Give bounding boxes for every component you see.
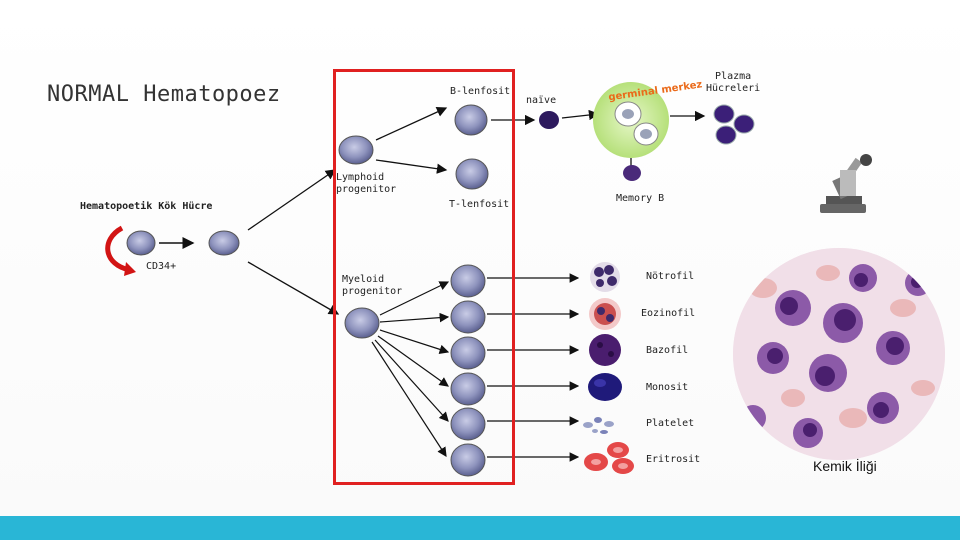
neutrophil-label: Nötrofil [646,271,695,282]
stem-cell-label: Hematopoetik Kök Hücre [80,201,213,212]
b-cell-label: B-lenfosit [450,86,511,97]
t-cell-label: T-lenfosit [449,199,510,210]
precursor-cell [450,372,486,406]
precursor-cell [450,300,486,334]
platelet-cells [583,417,614,434]
progenitor-highlight-frame [333,69,515,485]
plasma-cell [715,125,737,145]
arrow-to-myeloid [247,261,340,315]
naive-label: naïve [526,95,557,106]
naive-b-cell [539,111,559,129]
monocyte-cell [588,373,622,401]
lymphoid-progenitor-cell [338,135,374,165]
precursor-cell [450,443,486,477]
lymphoid-progenitor-label: Lymphoid progenitor [336,172,397,195]
bone-marrow-image [733,248,945,460]
stem-cell [126,230,156,256]
cd34-label: CD34+ [146,261,177,272]
bone-marrow-label: Kemik İliği [813,458,877,474]
basophil-cell [589,334,621,366]
page-title: NORMAL Hematopoez [47,82,281,107]
eosinophil-label: Eozinofil [641,308,696,319]
precursor-cell [450,407,486,441]
eosinophil-cell [589,298,621,330]
monocyte-label: Monosit [646,382,689,393]
basophil-label: Bazofil [646,345,689,356]
erythrocyte-label: Eritrosit [646,454,701,465]
stem-cell-group [105,225,240,276]
plasma-cell [733,114,755,134]
precursor-cell [450,264,486,298]
neutrophil-cell [590,262,620,292]
multipotent-progenitor-cell [208,230,240,256]
platelet-label: Platelet [646,418,695,429]
t-cell [455,158,489,190]
microscope-icon [820,154,872,213]
precursor-cell [450,336,486,370]
bottom-accent-bar [0,516,960,540]
myeloid-progenitor-cell [344,307,380,339]
myeloid-progenitor-label: Myeloid progenitor [342,274,403,297]
b-cell [454,104,488,136]
plasma-cell [713,104,735,124]
memory-b-cell [623,165,641,181]
memory-b-label: Memory B [616,193,665,204]
erythrocyte-cells [584,442,634,474]
plasma-cells-label: Plazma Hücreleri [706,71,761,94]
bone-marrow-smear [733,248,945,460]
arrow-to-lymphoid [247,169,337,231]
myeloid-precursor-column [450,264,486,477]
